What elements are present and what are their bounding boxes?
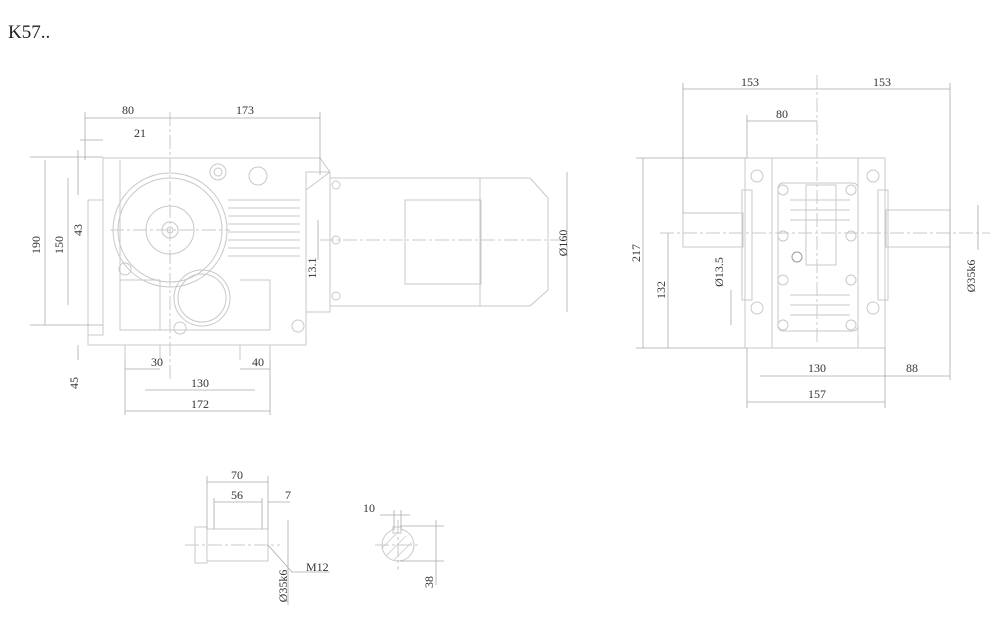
dim-173: 173 [236, 103, 254, 117]
dim-21: 21 [134, 126, 146, 140]
dim-190: 190 [29, 236, 43, 254]
centerlines [110, 112, 560, 380]
dim-7: 7 [285, 488, 291, 502]
dim-dia-160: Ø160 [556, 230, 570, 257]
dim-30: 30 [151, 355, 163, 369]
dim-40: 40 [252, 355, 264, 369]
dim-43: 43 [71, 224, 85, 236]
dim-132: 132 [654, 281, 668, 299]
dim-dia-35k6: Ø35k6 [964, 260, 978, 293]
dim-217: 217 [629, 244, 643, 262]
drawing-title: K57.. [8, 22, 50, 43]
dim-150: 150 [52, 236, 66, 254]
dim-13-1: 13.1 [305, 258, 319, 279]
dim-153-right: 153 [873, 75, 891, 89]
dimension-lines-front [636, 83, 979, 408]
dim-88: 88 [906, 361, 918, 375]
dim-70: 70 [231, 468, 243, 482]
dim-130: 130 [191, 376, 209, 390]
motor [305, 171, 549, 313]
dim-153-left: 153 [741, 75, 759, 89]
side-view: 80 173 21 190 150 43 13.1 Ø160 45 30 40 … [29, 103, 570, 415]
dim-38: 38 [422, 576, 436, 588]
dim-80-front: 80 [776, 107, 788, 121]
dim-56: 56 [231, 488, 243, 502]
key-section: 10 38 [363, 501, 444, 588]
dim-dia-35k6-shaft: Ø35k6 [276, 570, 290, 603]
dim-157: 157 [808, 387, 826, 401]
dim-130-front: 130 [808, 361, 826, 375]
centerlines-front [660, 75, 990, 345]
dim-dia-13-5: Ø13.5 [712, 257, 726, 287]
dim-172: 172 [191, 397, 209, 411]
dim-80: 80 [122, 103, 134, 117]
dim-10: 10 [363, 501, 375, 515]
gearbox-front [682, 157, 951, 349]
shaft-detail: 70 56 7 M12 Ø35k6 [185, 468, 330, 605]
gearbox-housing [87, 157, 331, 360]
dimension-lines [30, 112, 568, 415]
front-view: 153 153 80 217 132 Ø13.5 Ø35k6 130 88 15… [629, 75, 990, 408]
thread-m12: M12 [306, 560, 329, 574]
dim-45: 45 [67, 377, 81, 389]
